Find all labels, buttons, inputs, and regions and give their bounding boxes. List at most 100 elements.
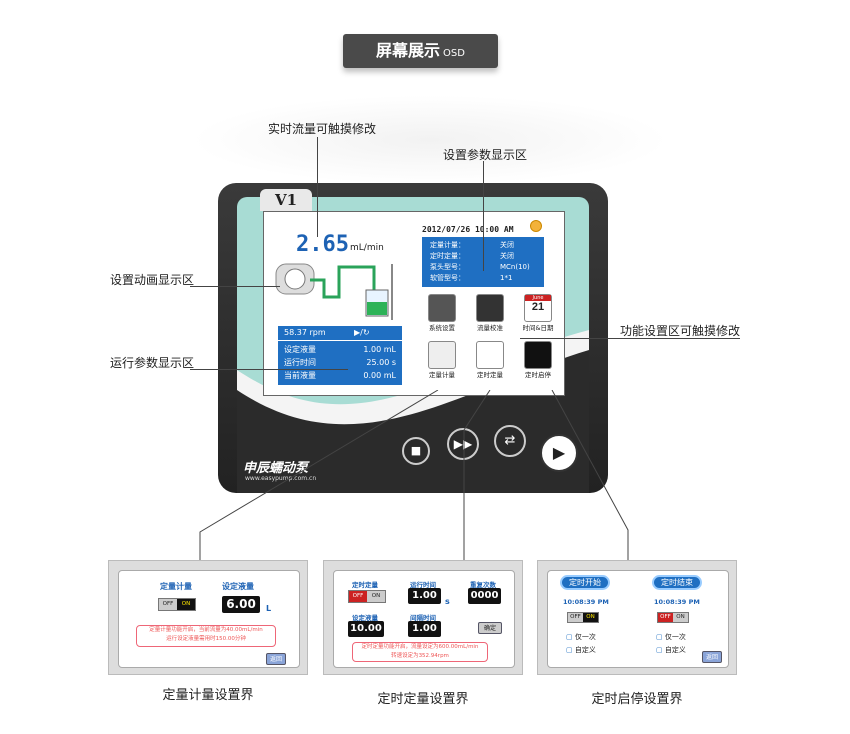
callout-flow: 实时流量可触摸修改 bbox=[268, 122, 377, 136]
toggle-off: OFF bbox=[568, 613, 583, 622]
option-label: 自定义 bbox=[664, 646, 686, 654]
p1-title-volume: 设定液量 bbox=[222, 582, 254, 591]
p3-start-tab[interactable]: 定时开始 bbox=[560, 575, 610, 590]
leader-line bbox=[190, 286, 280, 287]
p3-end-time: 10:08:39 PM bbox=[654, 598, 700, 606]
panel-timed-inner bbox=[333, 570, 515, 668]
param-row: 定时定量： 关闭 bbox=[430, 251, 536, 262]
checkbox-icon: ▢ bbox=[566, 646, 575, 654]
p1-caption: 定量计量设置界 bbox=[162, 688, 254, 703]
model-badge: V1 bbox=[260, 189, 312, 211]
p2-title-volume: 设定液量 bbox=[352, 614, 378, 622]
p1-note-line: 定量计量功能开启，当前流量为40.00mL/min bbox=[149, 627, 263, 633]
toggle-off: OFF bbox=[349, 591, 367, 602]
p3-end-once[interactable]: ▢ 仅一次 bbox=[656, 632, 686, 642]
callout-params: 设置参数显示区 bbox=[443, 148, 528, 162]
param-key: 定时定量： bbox=[430, 252, 465, 260]
fast-forward-button[interactable]: ▶▶ bbox=[447, 428, 479, 460]
p2-runtime-value[interactable]: 1.00 bbox=[408, 588, 441, 604]
function-gear[interactable]: 系统设置 bbox=[418, 294, 466, 332]
param-key: 泵头型号： bbox=[430, 263, 465, 271]
option-label: 仅一次 bbox=[574, 633, 596, 641]
param-row: 软管型号：1*1 bbox=[430, 273, 536, 284]
p1-unit: L bbox=[266, 604, 272, 613]
calendar-day: 21 bbox=[531, 301, 545, 313]
datetime: 2012/07/26 10:00 AM bbox=[422, 225, 514, 234]
reverse-button[interactable]: ⇄ bbox=[494, 425, 526, 457]
function-label: 定时启停 bbox=[525, 371, 551, 379]
toggle-off: OFF bbox=[159, 599, 177, 610]
play-button[interactable]: ▶ bbox=[540, 434, 578, 472]
checkbox-icon: ▢ bbox=[656, 633, 665, 641]
header-suffix: OSD bbox=[443, 48, 465, 59]
function-stopwatch[interactable]: 定时定量 bbox=[466, 341, 514, 379]
p2-title-repeat: 重复次数 bbox=[470, 581, 496, 589]
p3-end-tab[interactable]: 定时结束 bbox=[652, 575, 702, 590]
function-label: 定量计量 bbox=[429, 371, 455, 379]
p3-back-button[interactable]: 返回 bbox=[702, 651, 722, 663]
param-row: 泵头型号： MCn(10) bbox=[430, 262, 536, 273]
brand-logo: 申辰蠕动泵 bbox=[243, 461, 309, 476]
p3-start-custom[interactable]: ▢ 自定义 bbox=[566, 645, 596, 655]
param-value: 1*1 bbox=[500, 274, 513, 282]
p1-back-button[interactable]: 返回 bbox=[266, 653, 286, 665]
run-key: 当前液量 bbox=[284, 371, 316, 380]
function-label: 时间&日期 bbox=[522, 324, 554, 332]
direction-indicator[interactable]: ▶/↻ bbox=[354, 328, 370, 337]
alarm-icon[interactable] bbox=[530, 220, 542, 232]
p2-note: 定时定量功能开启，流量设定为600.00mL/min 转速设定为352.94rpm bbox=[352, 642, 488, 662]
p2-title-interval: 间隔时间 bbox=[410, 614, 436, 622]
function-chart[interactable]: 定量计量 bbox=[418, 341, 466, 379]
callout-anim: 设置动画显示区 bbox=[110, 273, 195, 287]
callout-run: 运行参数显示区 bbox=[110, 356, 195, 370]
option-label: 自定义 bbox=[574, 646, 596, 654]
leader-line bbox=[483, 161, 484, 271]
p2-repeat-value[interactable]: 0000 bbox=[468, 588, 501, 604]
clock-icon bbox=[524, 341, 552, 369]
p3-start-once[interactable]: ▢ 仅一次 bbox=[566, 632, 596, 642]
p1-volume-value[interactable]: 6.00 bbox=[222, 596, 260, 613]
toggle-on: ON bbox=[583, 613, 598, 622]
p2-interval-value[interactable]: 1.00 bbox=[408, 621, 441, 637]
function-scale[interactable]: 流量校准 bbox=[466, 294, 514, 332]
panel-quantity-inner bbox=[118, 570, 300, 668]
p2-note-line: 定时定量功能开启，流量设定为600.00mL/min bbox=[361, 644, 479, 650]
param-value: MCn(10) bbox=[500, 263, 530, 271]
toggle-on: ON bbox=[367, 591, 385, 602]
flow-value[interactable]: 2.65 bbox=[296, 232, 349, 257]
option-label: 仅一次 bbox=[664, 633, 686, 641]
p1-title-mode: 定量计量 bbox=[160, 582, 192, 591]
gear-icon bbox=[428, 294, 456, 322]
p2-ok-button[interactable]: 确定 bbox=[478, 622, 502, 634]
calendar-month: June bbox=[525, 295, 551, 301]
param-key: 定量计量： bbox=[430, 241, 465, 249]
param-value: 关闭 bbox=[500, 252, 514, 260]
function-clock[interactable]: 定时启停 bbox=[514, 341, 562, 379]
p2-volume-value[interactable]: 10.00 bbox=[348, 621, 384, 637]
run-key: 运行时间 bbox=[284, 358, 316, 367]
param-value: 关闭 bbox=[500, 241, 514, 249]
p3-end-custom[interactable]: ▢ 自定义 bbox=[656, 645, 686, 655]
leader-line bbox=[520, 338, 740, 339]
p2-note-line: 转速设定为352.94rpm bbox=[391, 653, 449, 659]
chart-icon bbox=[428, 341, 456, 369]
function-label: 流量校准 bbox=[477, 324, 503, 332]
toggle-on: ON bbox=[177, 599, 195, 610]
scale-icon bbox=[476, 294, 504, 322]
toggle-on: ON bbox=[673, 613, 688, 622]
backdrop-glow bbox=[190, 95, 670, 185]
function-label: 定时定量 bbox=[477, 371, 503, 379]
stop-button[interactable]: ■ bbox=[402, 437, 430, 465]
rpm-bar: 58.37 rpm▶/↻ bbox=[278, 326, 402, 340]
